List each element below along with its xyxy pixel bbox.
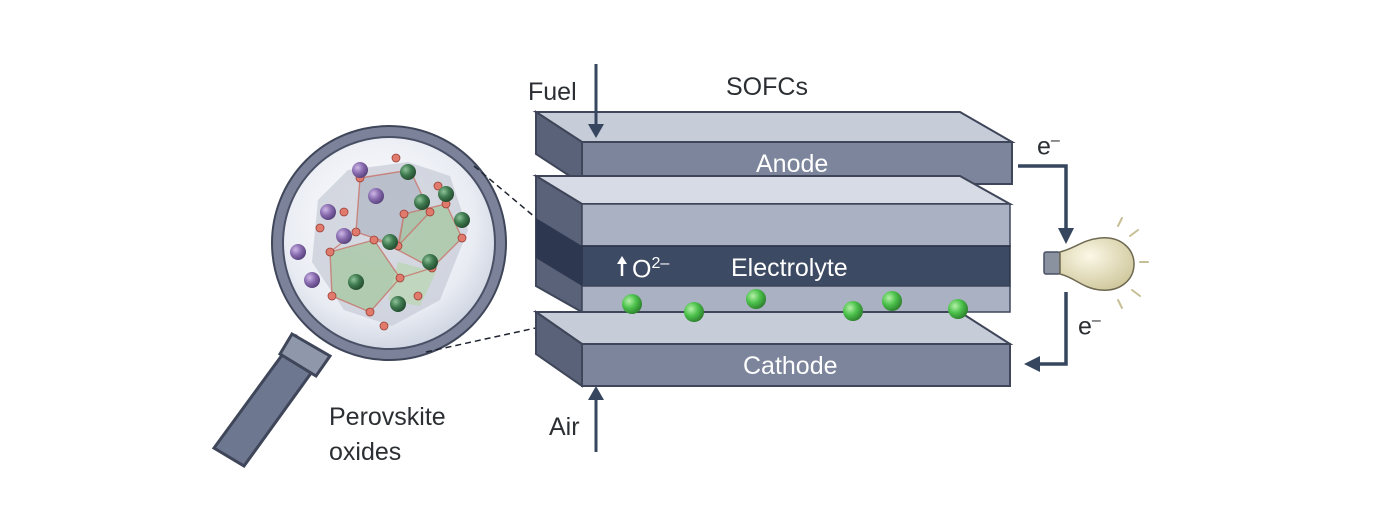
electrolyte-layer <box>532 174 1014 314</box>
ion-charge: 2– <box>651 255 670 272</box>
wire-arrow-down-icon <box>1058 228 1074 244</box>
electron-label-top: e– <box>1037 133 1060 159</box>
perovskite-crystal-icon <box>290 153 470 331</box>
ion-up-arrow-icon <box>617 256 627 276</box>
cathode-label: Cathode <box>743 352 838 380</box>
external-circuit-wire <box>1018 164 1068 366</box>
oxide-ion <box>684 302 704 322</box>
cathode-layer <box>532 310 1014 388</box>
electron-charge: – <box>1050 132 1060 149</box>
oxide-ion <box>882 291 902 311</box>
oxide-ion <box>843 301 863 321</box>
fuel-arrow-icon <box>588 64 604 138</box>
oxide-ion-label: O2– <box>632 256 669 282</box>
oxide-ion <box>622 294 642 314</box>
electron-charge: – <box>1091 312 1101 329</box>
electron-symbol: e <box>1078 312 1092 341</box>
electrolyte-label: Electrolyte <box>731 254 848 282</box>
perovskite-caption-line1: Perovskite <box>329 403 446 431</box>
oxide-ion <box>746 289 766 309</box>
fuel-label: Fuel <box>528 78 577 106</box>
anode-label: Anode <box>756 150 829 178</box>
wire-arrow-left-icon <box>1024 356 1040 372</box>
perovskite-caption-line2: oxides <box>329 438 402 466</box>
ion-symbol: O <box>632 255 652 284</box>
electron-symbol: e <box>1037 132 1051 161</box>
diagram-title: SOFCs <box>726 73 808 101</box>
air-label: Air <box>549 413 580 441</box>
oxide-ion <box>948 299 968 319</box>
oxide-ions <box>622 289 968 322</box>
air-arrow-icon <box>588 386 604 452</box>
electron-label-bottom: e– <box>1078 313 1101 339</box>
light-bulb-icon <box>1043 217 1149 309</box>
